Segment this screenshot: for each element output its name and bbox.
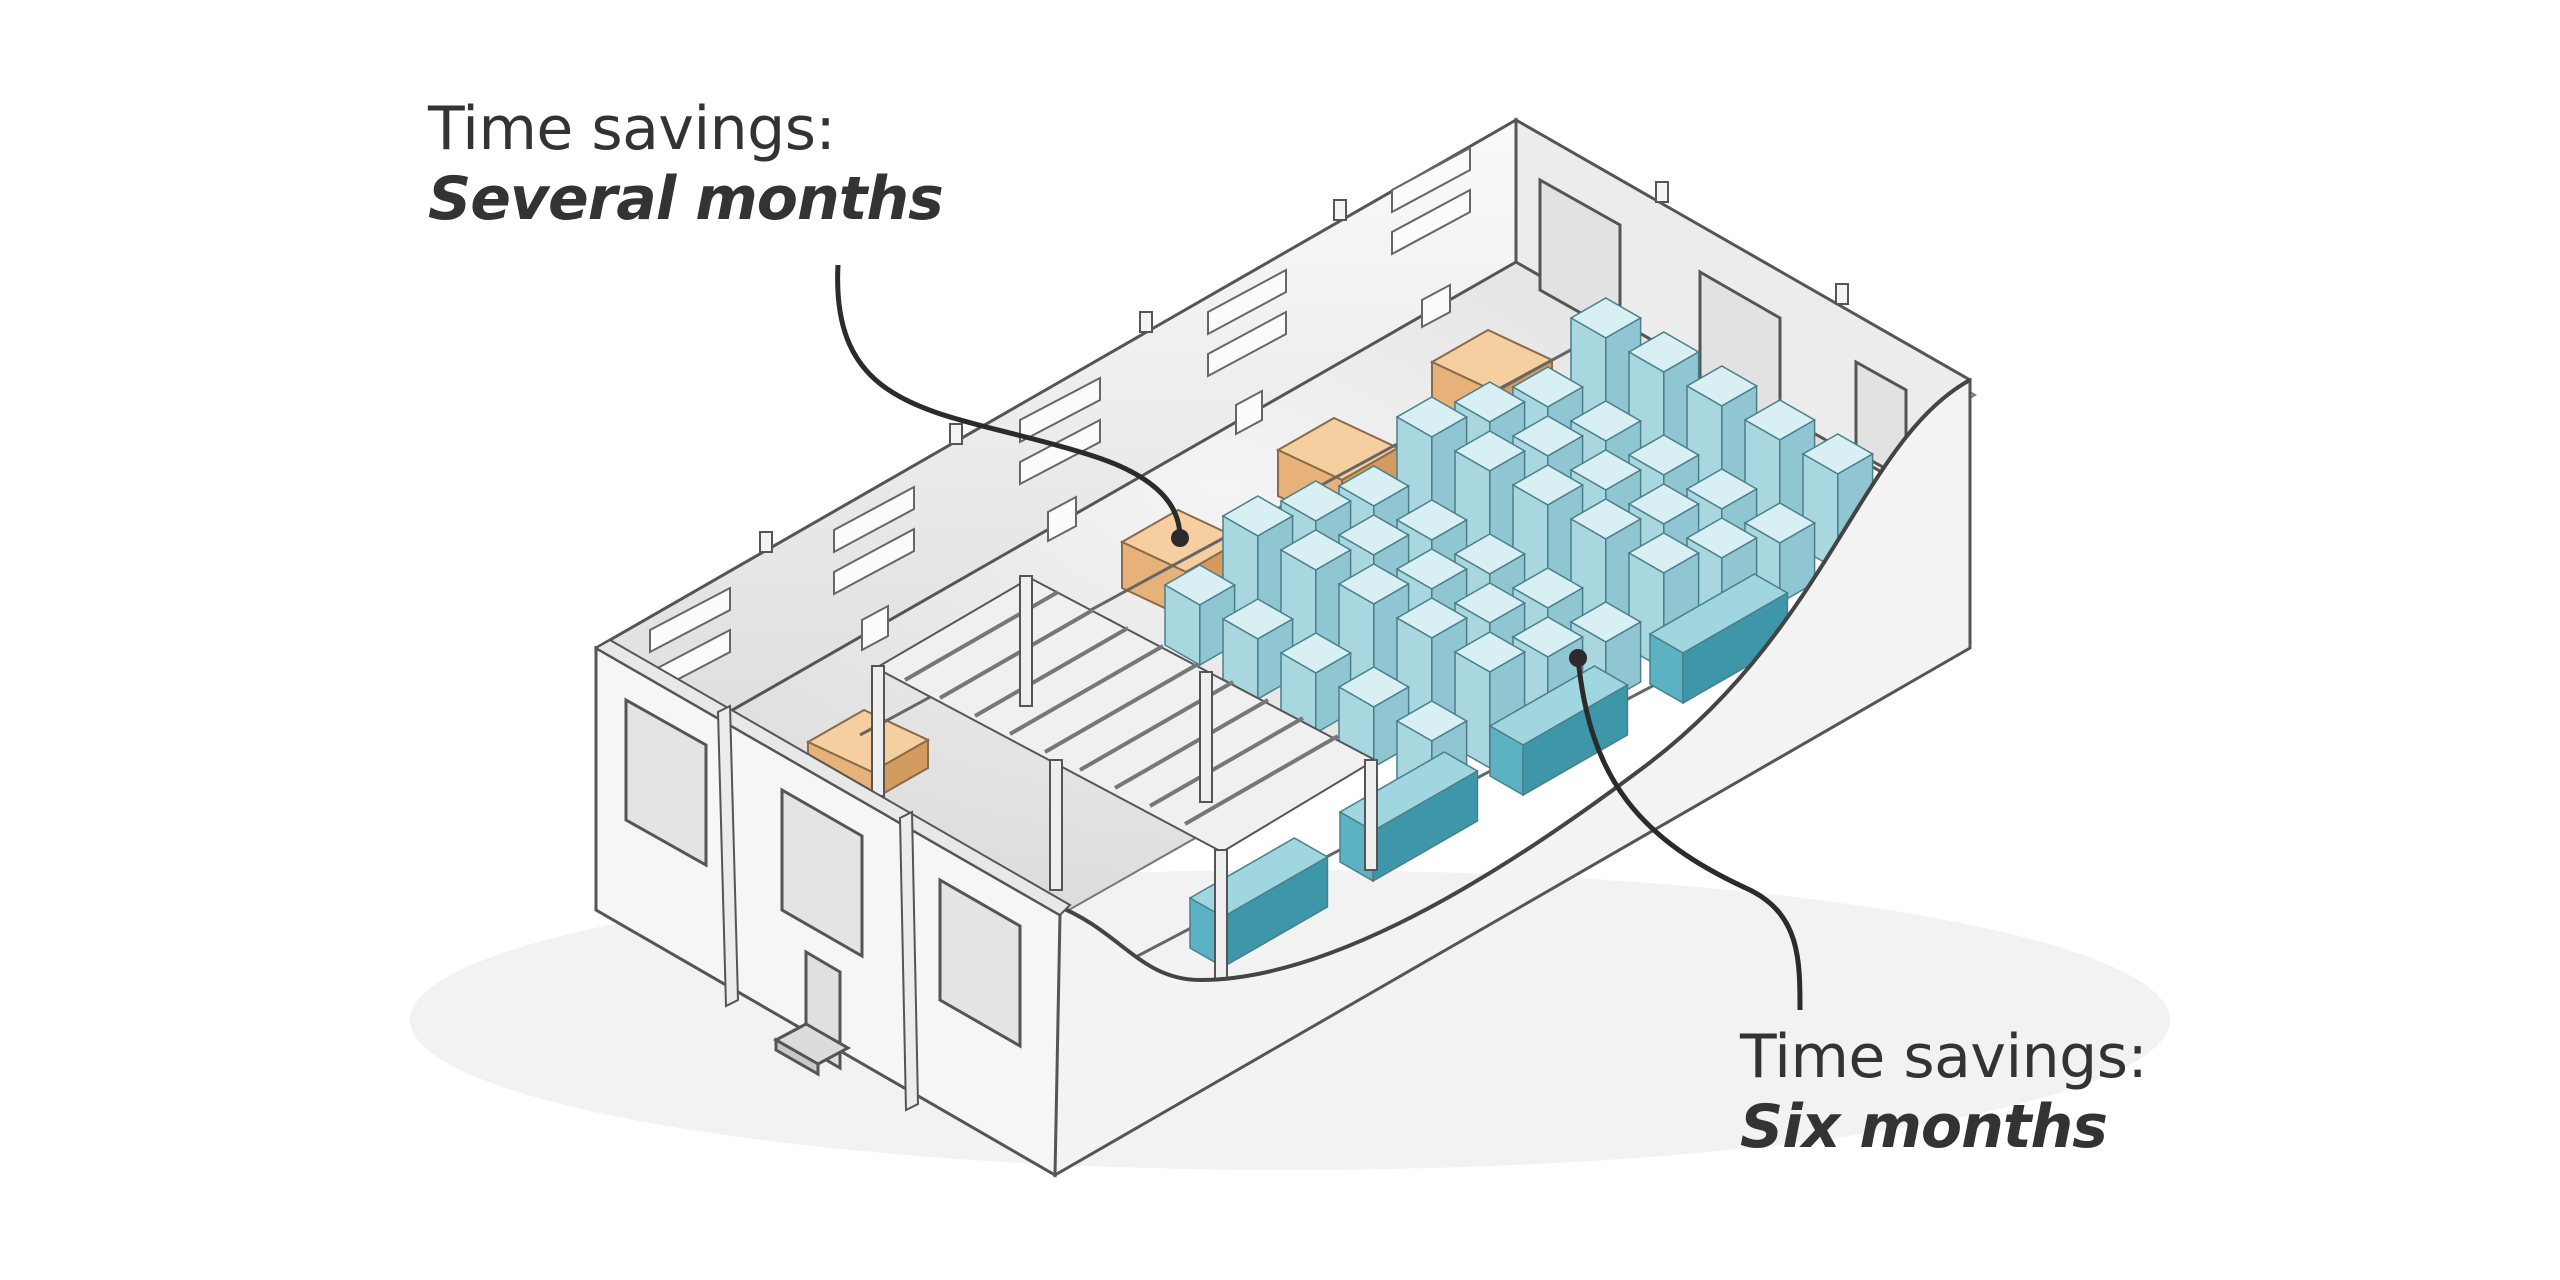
leader-line-top xyxy=(835,264,1183,539)
callout-six-months: Time savings: Six months xyxy=(1740,1022,2148,1165)
callout-top-lead: Time savings: xyxy=(428,94,836,164)
roof-posts xyxy=(759,181,1849,553)
callout-bottom-value: Six months xyxy=(1740,1092,2108,1162)
pallet xyxy=(1488,665,1629,797)
pallet xyxy=(1648,573,1789,705)
callout-bottom-lead: Time savings: xyxy=(1740,1022,2148,1092)
storage-crates xyxy=(1163,297,1875,803)
callout-several-months: Time savings: Several months xyxy=(428,94,944,237)
wall-vents xyxy=(649,146,1471,696)
leader-dot-bottom xyxy=(1569,649,1587,667)
cutaway-edge xyxy=(1054,378,1971,983)
front-wall-windows xyxy=(624,697,1022,1049)
callout-top-value: Several months xyxy=(428,164,944,234)
leader-line-bottom xyxy=(1575,657,1803,1011)
entrance-door xyxy=(772,949,852,1077)
leader-dot-top xyxy=(1171,529,1189,547)
wall-pilasters xyxy=(716,704,920,1112)
mezzanine xyxy=(871,575,1378,981)
pallet-row xyxy=(1188,573,1789,969)
storage-crate xyxy=(1337,666,1411,769)
